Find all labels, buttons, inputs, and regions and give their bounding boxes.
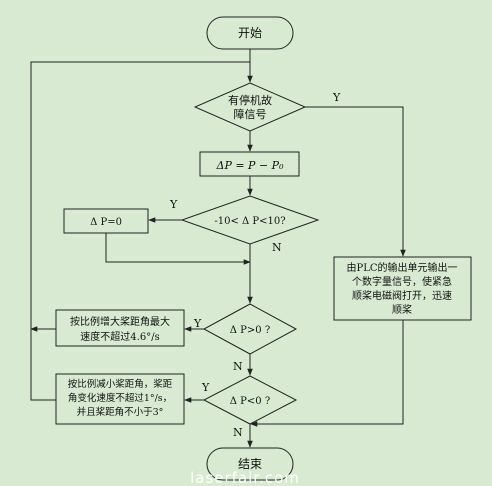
decrease-label-line1: 按比例减小桨距角，桨距	[68, 378, 173, 390]
plc-label-line1: 由PLC的输出单元输出一	[346, 261, 457, 274]
decrease-label-line3: 并且桨距角不小于3°	[77, 406, 164, 418]
edge-label-range-no: N	[272, 241, 282, 254]
lt-check-label: Δ P<0 ?	[230, 396, 270, 407]
edge-plc-to-end	[250, 320, 404, 427]
edge-label-lt-no: N	[233, 426, 243, 439]
increase-label-line1: 按比例增大桨距角最大	[70, 315, 170, 328]
edge-label-fault-yes: Y	[332, 91, 341, 104]
delta-calc-label: ΔP = P − P₀	[216, 159, 285, 172]
edge-label-lt-yes: Y	[201, 381, 210, 394]
plc-label-line4: 顺桨	[392, 303, 412, 316]
edge-zero-to-main	[105, 233, 251, 265]
range-check-label: -10< Δ P<10?	[214, 216, 285, 227]
gt-check-label: Δ P>0 ?	[230, 325, 270, 336]
fault-decision	[193, 82, 307, 132]
edge-label-gt-no: N	[233, 360, 243, 373]
edge-fault-yes-to-plc	[305, 106, 406, 257]
decrease-label-line2: 角变化速度不超过1°/s，	[68, 392, 172, 404]
increase-angle-box	[55, 309, 185, 347]
set-zero-label: Δ P=0	[90, 217, 122, 228]
fault-label-line1: 有停机故	[228, 93, 272, 107]
fault-label-line2: 障信号	[234, 107, 267, 121]
decrease-angle-box	[55, 373, 185, 425]
end-label: 结束	[238, 457, 262, 471]
edge-label-range-yes: Y	[169, 198, 178, 211]
plc-label-line3: 顺桨电磁阀打开，迅速	[352, 289, 452, 302]
end-terminator	[206, 447, 294, 481]
increase-label-line2: 速度不超过4.6°/s	[80, 330, 159, 343]
plc-label-line2: 个数字量信号，使紧急	[352, 275, 452, 288]
edge-decrease-to-loop	[30, 61, 250, 401]
watermark: laserfair.com	[190, 469, 300, 486]
start-label: 开始	[238, 26, 262, 40]
edge-label-gt-yes: Y	[193, 317, 202, 330]
